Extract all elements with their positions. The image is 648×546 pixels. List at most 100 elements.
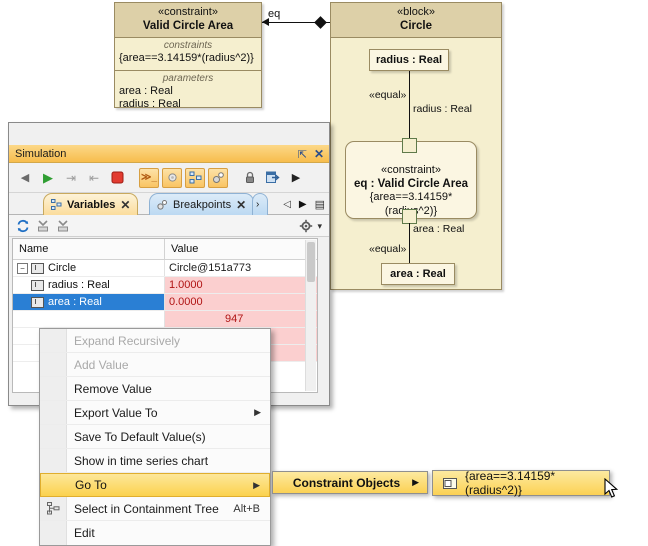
menu-item-save-to-default-values[interactable]: Save To Default Value(s) — [40, 425, 270, 449]
menu-item-add-value: Add Value — [40, 353, 270, 377]
tab-breakpoints-label: Breakpoints — [173, 199, 231, 211]
step-back-button[interactable]: ◀ — [15, 168, 35, 188]
property-area[interactable]: area : Real — [381, 263, 455, 285]
lock-button[interactable] — [240, 168, 260, 188]
radius-parameter-label: radius : Real — [413, 103, 472, 115]
area-parameter-label: area : Real — [413, 223, 464, 235]
scrollbar-thumb[interactable] — [307, 242, 315, 282]
variables-icon — [51, 199, 62, 210]
tab-variables[interactable]: Variables ✕ — [43, 193, 138, 215]
tab-overflow[interactable]: › — [252, 193, 268, 215]
column-header-name[interactable]: Name — [13, 239, 165, 259]
menu-item-label: Select in Containment Tree — [74, 502, 219, 516]
radius-binding-line — [409, 71, 410, 139]
tab-list-button[interactable]: ▤ — [315, 198, 325, 211]
menu-item-accelerator: Alt+B — [233, 503, 260, 515]
row-value-cell[interactable]: 0.0000 — [165, 294, 317, 310]
expand-toolbar-button[interactable]: ▶ — [286, 168, 306, 188]
table-row[interactable]: 947 — [13, 311, 317, 328]
submenu-item-constraint-objects[interactable]: Constraint Objects ▶ — [272, 471, 428, 494]
menu-item-expand-recursively: Expand Recursively — [40, 329, 270, 353]
menu-item-export-value-to[interactable]: Export Value To ▶ — [40, 401, 270, 425]
menu-item-label: Remove Value — [74, 382, 152, 396]
scroll-tabs-right-button[interactable]: ▶ — [299, 199, 307, 210]
constraint-block-stereotype: «constraint» — [117, 6, 259, 19]
export-button[interactable] — [263, 168, 283, 188]
simulation-panel-titlebar: Simulation ⇱ ✕ — [9, 145, 329, 163]
eq-connector-label: eq — [268, 8, 280, 20]
circle-block-header: «block» Circle — [331, 3, 501, 38]
options-gear-icon[interactable] — [299, 219, 313, 233]
stop-button[interactable] — [107, 168, 127, 188]
console-button[interactable]: ≫_ — [139, 168, 159, 188]
menu-item-label: Edit — [74, 526, 95, 540]
row-name-label: radius : Real — [48, 279, 110, 291]
instance-icon — [31, 263, 44, 274]
table-vertical-scrollbar[interactable] — [305, 240, 316, 391]
menu-item-label: Export Value To — [74, 406, 158, 420]
step-over-button[interactable]: ⇤ — [84, 168, 104, 188]
expand-icon[interactable] — [56, 219, 70, 233]
constraint-block[interactable]: «constraint» Valid Circle Area constrain… — [114, 2, 262, 108]
step-into-button[interactable]: ⇥ — [61, 168, 81, 188]
maximize-icon[interactable]: ⇱ — [298, 148, 307, 161]
equal-label-top: «equal» — [369, 89, 406, 101]
tree-collapse-icon[interactable]: − — [17, 263, 28, 274]
menu-item-label: Add Value — [74, 358, 129, 372]
row-name-cell: − Circle — [13, 260, 165, 276]
circle-block[interactable]: «block» Circle radius : Real «equal» rad… — [330, 2, 502, 290]
row-name-cell: area : Real — [13, 294, 165, 310]
row-value-cell[interactable]: 947 — [165, 311, 317, 327]
options-dropdown-arrow[interactable]: ▾ — [317, 221, 322, 232]
submenu-arrow-icon: ▶ — [254, 407, 261, 418]
menu-item-remove-value[interactable]: Remove Value — [40, 377, 270, 401]
table-row[interactable]: area : Real 0.0000 — [13, 294, 317, 311]
menu-item-edit[interactable]: Edit — [40, 521, 270, 545]
equal-label-bottom: «equal» — [369, 243, 406, 255]
constraint-block-name: Valid Circle Area — [117, 19, 259, 33]
submenu-item-label: Constraint Objects — [281, 476, 412, 490]
tab-breakpoints[interactable]: Breakpoints ✕ — [149, 193, 254, 215]
row-name-label: Circle — [48, 262, 76, 274]
property-radius[interactable]: radius : Real — [369, 49, 449, 71]
row-value-cell[interactable]: Circle@151a773 — [165, 260, 317, 276]
close-icon[interactable]: ✕ — [314, 147, 324, 161]
circle-block-stereotype: «block» — [333, 6, 499, 19]
slot-icon — [31, 280, 44, 291]
area-binding-line — [409, 223, 410, 263]
column-header-value[interactable]: Value — [165, 239, 317, 259]
collapse-icon[interactable] — [36, 219, 50, 233]
menu-item-label: Expand Recursively — [74, 334, 180, 348]
menu-item-select-in-containment-tree[interactable]: Select in Containment Tree Alt+B — [40, 497, 270, 521]
table-row[interactable]: radius : Real 1.0000 — [13, 277, 317, 294]
circle-block-name: Circle — [333, 19, 499, 33]
constraint-expression: {area==3.14159*(radius^2)} — [119, 52, 257, 66]
menu-item-show-in-time-series-chart[interactable]: Show in time series chart — [40, 449, 270, 473]
constraint-parameter-port-area[interactable] — [402, 209, 417, 224]
scroll-tabs-left-button[interactable]: ◁ — [283, 199, 291, 210]
run-button[interactable]: ▶ — [38, 168, 58, 188]
constraint-parameter-port-radius[interactable] — [402, 138, 417, 153]
row-name-cell: radius : Real — [13, 277, 165, 293]
table-row[interactable]: − Circle Circle@151a773 — [13, 260, 317, 277]
constraint-object-label: {area==3.14159*(radius^2)} — [465, 469, 599, 497]
context-menu[interactable]: Expand Recursively Add Value Remove Valu… — [39, 328, 271, 546]
breakpoints-button[interactable] — [208, 168, 228, 188]
simulation-toolbar: ◀ ▶ ⇥ ⇤ ≫_ ▶ — [9, 163, 329, 193]
submenu-item-constraint-object-instance[interactable]: {area==3.14159*(radius^2)} — [432, 470, 610, 496]
variables-button[interactable] — [185, 168, 205, 188]
constraint-object-icon — [443, 478, 457, 489]
menu-item-label: Save To Default Value(s) — [74, 430, 206, 444]
tab-variables-close-icon[interactable]: ✕ — [120, 198, 130, 212]
tab-breakpoints-close-icon[interactable]: ✕ — [236, 198, 246, 212]
menu-item-go-to[interactable]: Go To ▶ — [40, 473, 270, 497]
refresh-icon[interactable] — [16, 219, 30, 233]
settings-button[interactable] — [162, 168, 182, 188]
mouse-cursor — [604, 478, 620, 503]
row-name-label: area : Real — [48, 296, 102, 308]
menu-item-label: Go To — [75, 478, 107, 492]
containment-tree-icon — [45, 501, 61, 517]
variables-subtoolbar: ▾ — [9, 215, 329, 237]
parameter-area: area : Real — [119, 85, 257, 99]
row-value-cell[interactable]: 1.0000 — [165, 277, 317, 293]
